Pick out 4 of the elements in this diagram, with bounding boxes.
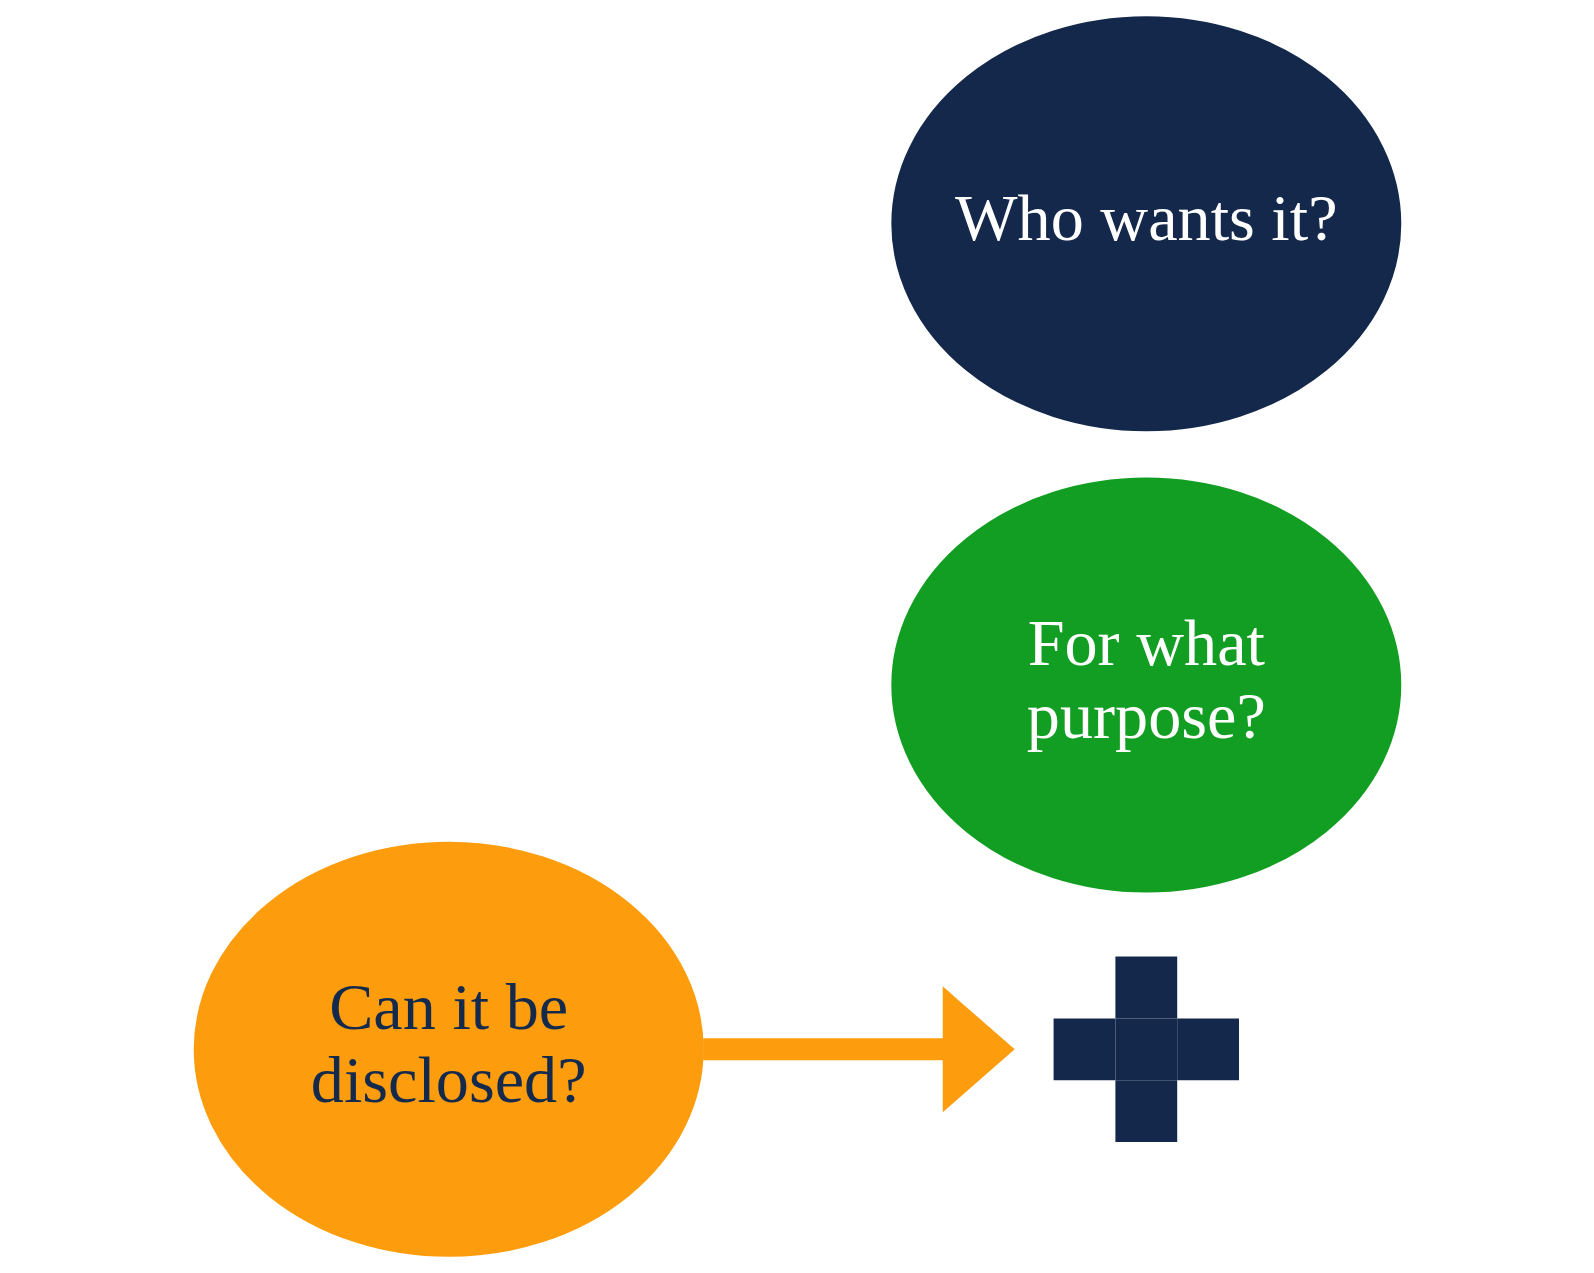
node-ellipse: Who wants it? [890,16,1401,432]
arrow [702,986,1015,1113]
node-ellipse: Can it be disclosed? [193,841,704,1257]
node-ellipse: For what purpose? [890,477,1401,893]
